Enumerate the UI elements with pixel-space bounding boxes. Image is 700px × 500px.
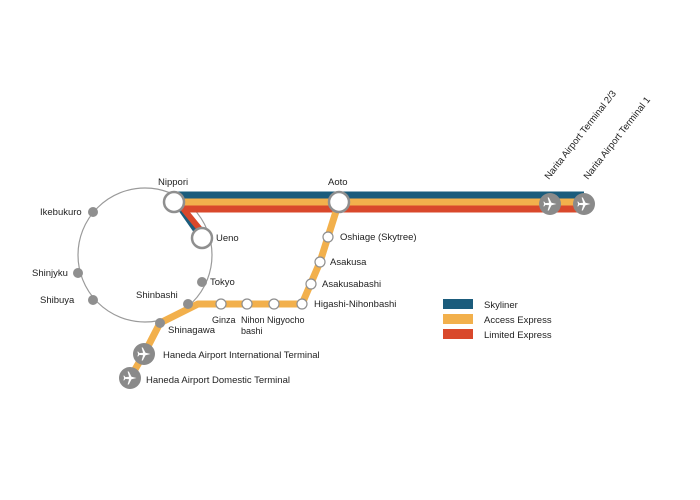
station-ikebukuro-dot[interactable] (88, 207, 98, 217)
station-shinagawa-dot[interactable] (155, 318, 165, 328)
station-tokyo-dot[interactable] (197, 277, 207, 287)
station-oshiage-dot[interactable] (322, 231, 334, 243)
legend-label-access-express: Access Express (484, 315, 552, 326)
trunk-lines (172, 191, 584, 213)
station-nippori-marker[interactable] (162, 190, 186, 214)
label-aoto: Aoto (328, 177, 348, 188)
label-shibuya: Shibuya (40, 295, 75, 306)
label-haneda-dom: Haneda Airport Domestic Terminal (146, 375, 290, 386)
loop-line (77, 187, 213, 323)
label-higashi-nihonbashi: Higashi-Nihonbashi (314, 299, 396, 310)
station-higashi-nihonbashi-dot[interactable] (296, 298, 308, 310)
label-nippori: Nippori (158, 177, 188, 188)
legend-label-limited-express: Limited Express (484, 330, 552, 341)
station-ginza-dot[interactable] (215, 298, 227, 310)
station-shinjyku-dot[interactable] (73, 268, 83, 278)
label-shinjyku: Shinjyku (32, 268, 68, 279)
label-nihonbashi-line1: Nihon (241, 315, 265, 325)
label-tokyo: Tokyo (210, 277, 235, 288)
legend-swatch-limited-express (443, 329, 473, 339)
station-shibuya-dot[interactable] (88, 295, 98, 305)
legend-swatch-skyliner (443, 299, 473, 309)
label-ginza: Ginza (212, 315, 236, 325)
label-shinbashi: Shinbashi (136, 290, 178, 301)
station-aoto-marker[interactable] (327, 190, 351, 214)
station-ueno-marker[interactable] (190, 226, 214, 250)
label-nihonbashi-line2: bashi (241, 326, 263, 336)
station-nihonbashi-dot[interactable] (241, 298, 253, 310)
label-asakusabashi: Asakusabashi (322, 279, 381, 290)
label-nigyocho: Nigyocho (267, 315, 305, 325)
legend: Skyliner Access Express Limited Express (443, 299, 552, 341)
haneda-intl-airplane-icon[interactable] (133, 343, 155, 365)
label-oshiage: Oshiage (Skytree) (340, 232, 417, 243)
narita-t23-airplane-icon[interactable] (539, 193, 561, 215)
label-shinagawa: Shinagawa (168, 325, 216, 336)
label-ikebukuro: Ikebukuro (40, 207, 82, 218)
label-narita-t1: Narita Airport Terminal 1 (582, 95, 653, 182)
legend-swatch-access-express (443, 314, 473, 324)
station-shinbashi-dot[interactable] (183, 299, 193, 309)
station-nigyocho-dot[interactable] (268, 298, 280, 310)
label-haneda-intl: Haneda Airport International Terminal (163, 350, 320, 361)
station-asakusa-dot[interactable] (314, 256, 326, 268)
haneda-dom-airplane-icon[interactable] (119, 367, 141, 389)
label-asakusa: Asakusa (330, 257, 367, 268)
legend-label-skyliner: Skyliner (484, 300, 518, 311)
narita-t1-airplane-icon[interactable] (573, 193, 595, 215)
label-narita-t23: Narita Airport Terminal 2/3 (543, 89, 619, 182)
access-stations (215, 231, 334, 310)
station-asakusabashi-dot[interactable] (305, 278, 317, 290)
label-ueno: Ueno (216, 233, 239, 244)
